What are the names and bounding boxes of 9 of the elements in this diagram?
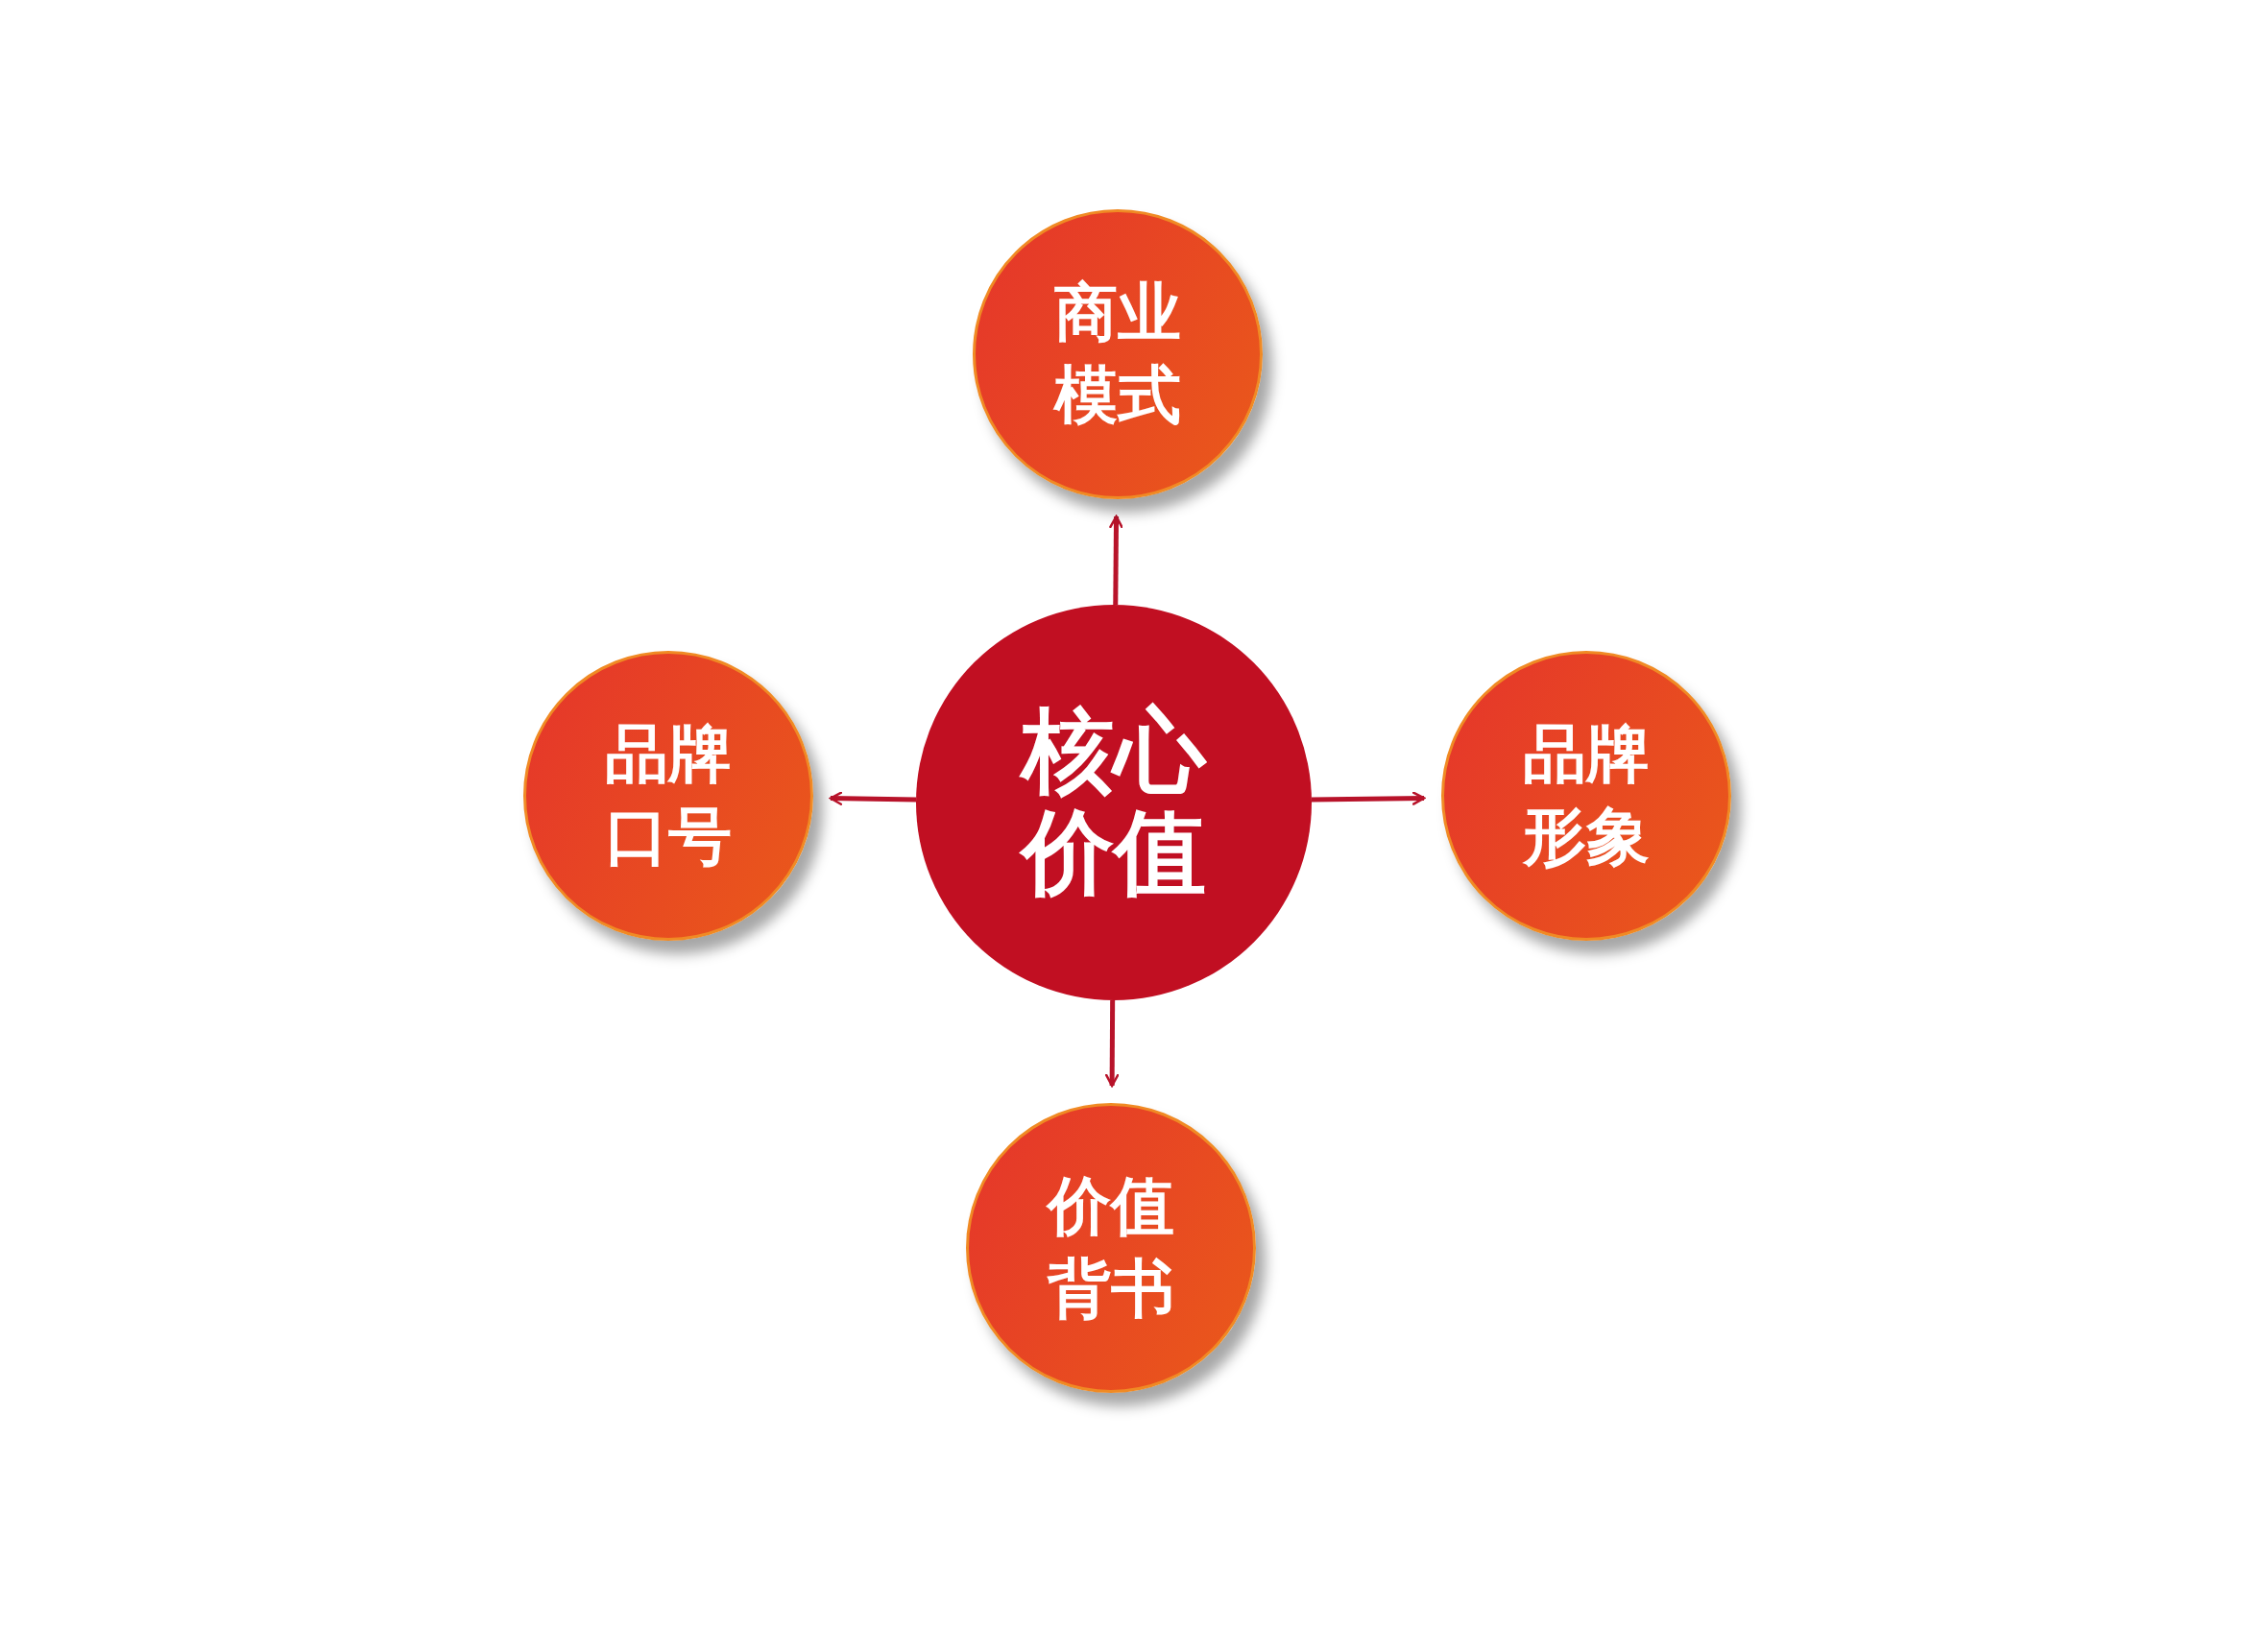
node-label: 价值背书 [1046,1168,1175,1328]
node-label: 品牌口号 [604,716,733,875]
arrow [829,791,917,805]
arrow [1109,515,1123,606]
node-label: 品牌形象 [1522,716,1651,875]
arrow [1104,1000,1120,1088]
arrow [1311,791,1426,805]
node-label: 商业模式 [1052,275,1182,434]
node-label: 核心价值 [1019,701,1209,904]
